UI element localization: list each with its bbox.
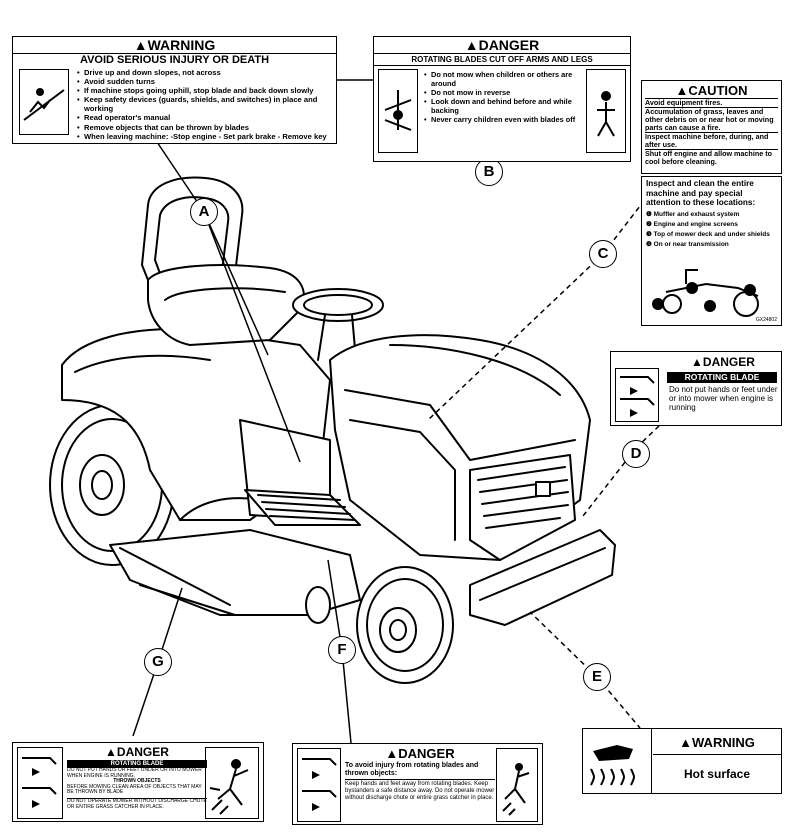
label-b-line: Do not mow when children or others are a… (424, 70, 582, 88)
label-a-subheader: AVOID SERIOUS INJURY OR DEATH (79, 54, 270, 66)
label-a-line: Avoid sudden turns (77, 77, 335, 86)
front-wheel (356, 566, 454, 684)
label-c-text: Avoid equipment fires. (645, 99, 778, 108)
callout-c: C (589, 240, 617, 268)
label-c-caution: ▲CAUTION Avoid equipment fires. Accumula… (641, 80, 782, 174)
label-f-text1: To avoid injury from rotating blades and… (345, 762, 495, 780)
callout-f: F (328, 636, 356, 664)
label-b-subheader: ROTATING BLADES CUT OFF ARMS AND LEGS (374, 54, 630, 66)
label-d-header: ▲DANGER (691, 355, 755, 369)
label-g-header: ▲DANGER (105, 745, 169, 759)
label-b-header: ▲DANGER (374, 37, 630, 54)
label-c-location: ❹ On or near transmission (646, 240, 729, 248)
slope-hazard-icon (19, 69, 69, 135)
label-a-warning: ▲WARNING AVOID SERIOUS INJURY OR DEATH D… (12, 36, 337, 144)
callout-b: B (475, 158, 503, 186)
foot-blade-icon (297, 748, 341, 822)
label-g-text1: DO NOT PUT HANDS OR FEET UNDER OR INTO M… (67, 767, 202, 779)
label-b-danger: ▲DANGER ROTATING BLADES CUT OFF ARMS AND… (373, 36, 631, 162)
foot-blade-icon (615, 368, 659, 422)
label-d-text: Do not put hands or feet under or into m… (669, 385, 778, 412)
label-a-line: Read operator's manual (77, 113, 335, 122)
label-c-text: Inspect machine before, during, and afte… (645, 133, 778, 150)
label-f-danger: ▲DANGER To avoid injury from rotating bl… (292, 743, 543, 825)
label-b-line: Do not mow in reverse (424, 88, 582, 97)
child-hazard-icon (586, 69, 626, 153)
label-d-title: ROTATING BLADE (667, 372, 777, 383)
label-c-inspection: Inspect and clean the entire machine and… (641, 176, 782, 326)
label-f-text2: Keep hands and feet away from rotating b… (345, 781, 495, 801)
callout-d: D (622, 440, 650, 468)
tractor-locations-icon (652, 269, 759, 317)
label-g-text2: THROWN OBJECTS (113, 778, 161, 785)
label-e-text: Hot surface (683, 767, 751, 781)
front-bumper (469, 529, 616, 626)
label-a-line: Keep safety devices (guards, shields, an… (77, 95, 335, 113)
hot-surface-icon (583, 729, 652, 793)
seat (147, 264, 305, 346)
label-a-line: Drive up and down slopes, not across (77, 68, 335, 77)
label-c-header: ▲CAUTION (645, 83, 778, 99)
label-a-header: ▲WARNING (13, 37, 336, 54)
thrown-objects-icon (496, 748, 538, 822)
callout-g: G (144, 648, 172, 676)
label-g-text3: BEFORE MOWING CLEAN AREA OF OBJECTS THAT… (67, 783, 202, 796)
grille (469, 454, 576, 561)
label-c-code: GX24802 (755, 317, 777, 323)
label-d-danger: ▲DANGER ROTATING BLADE Do not put hands … (610, 351, 782, 426)
thrown-objects-icon (205, 747, 259, 819)
label-g-text4: DO NOT OPERATE MOWER WITHOUT DISCHARGE C… (67, 797, 207, 810)
label-b-line: Look down and behind before and while ba… (424, 97, 582, 115)
label-b-line: Never carry children even with blades of… (424, 115, 582, 124)
callout-e: E (583, 663, 611, 691)
label-e-header: ▲WARNING (653, 735, 781, 755)
label-c-text: Shut off engine and allow machine to coo… (645, 149, 772, 166)
blade-hazard-icon (378, 69, 418, 153)
label-c-location: ❶ Muffler and exhaust system (646, 210, 740, 218)
label-a-line: When leaving machine: -Stop engine - Set… (77, 132, 335, 141)
label-a-line: If machine stops going uphill, stop blad… (77, 86, 335, 95)
foot-blade-icon (17, 747, 63, 819)
label-e-warning: ▲WARNING Hot surface (582, 728, 782, 794)
label-c-text: Accumulation of grass, leaves and other … (645, 108, 778, 133)
label-c-location: ❸ Top of mower deck and under shields (646, 230, 770, 238)
label-f-header: ▲DANGER (385, 746, 455, 761)
leader-lines (132, 79, 490, 744)
label-g-danger: ▲DANGER ROTATING BLADE DO NOT PUT HANDS … (12, 742, 264, 822)
steering-wheel (292, 288, 384, 322)
label-c-inspect: Inspect and clean the entire machine and… (646, 179, 756, 207)
label-c-location: ❷ Engine and engine screens (646, 220, 738, 228)
label-a-line: Remove objects that can be thrown by bla… (77, 123, 335, 132)
callout-a: A (190, 198, 218, 226)
label-g-title: ROTATING BLADE (67, 760, 207, 768)
